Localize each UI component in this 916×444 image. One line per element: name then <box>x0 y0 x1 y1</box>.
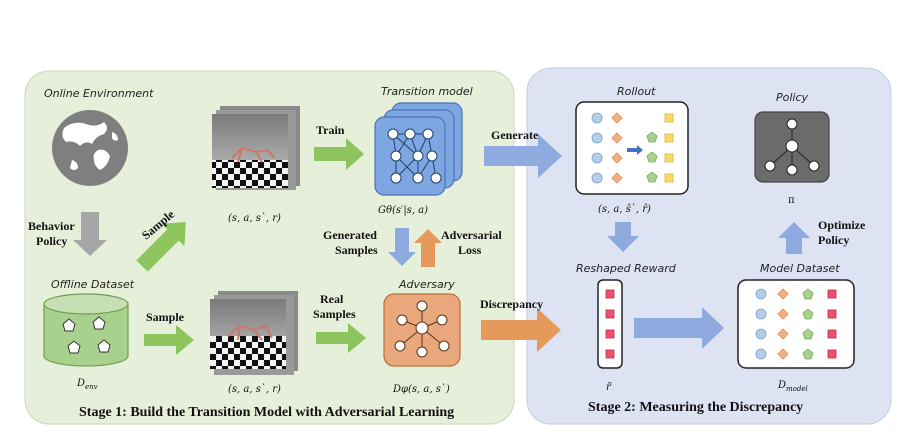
stage2-title: Stage 2: Measuring the Discrepancy <box>588 400 803 415</box>
generated-samples-arrow <box>388 228 416 266</box>
rollout-box <box>575 101 689 195</box>
behavior-policy-label-2: Policy <box>36 234 67 248</box>
policy-network <box>754 111 830 183</box>
transition-model-network <box>374 102 463 196</box>
discrepancy-arrow <box>481 308 561 352</box>
behavior-policy-arrow <box>73 212 107 256</box>
adversarial-loss-label-1: Adversarial <box>441 228 502 242</box>
globe-icon <box>52 110 128 186</box>
train-arrow <box>314 138 364 170</box>
real-samples-label-1: Real <box>320 292 344 306</box>
offline-dataset-cylinder <box>43 293 129 367</box>
simulation-image-upper <box>212 106 300 190</box>
optimize-policy-arrow <box>778 222 810 254</box>
generate-label: Generate <box>491 128 539 142</box>
real-samples-arrow <box>316 323 366 353</box>
policy-label: Policy <box>776 91 809 104</box>
train-label: Train <box>316 123 345 137</box>
pi-label: π <box>788 195 795 206</box>
transition-formula: Gθ(s′|s, a) <box>378 205 428 216</box>
stage1-title: Stage 1: Build the Transition Model with… <box>79 405 454 420</box>
reshaped-reward-box <box>597 279 623 369</box>
d-env-label: Denv <box>76 378 98 391</box>
rollout-formula: (s, a, ŝ`, r̂) <box>598 204 651 215</box>
behavior-policy-label-1: Behavior <box>28 219 75 233</box>
rollout-label: Rollout <box>617 85 656 98</box>
discrepancy-label: Discrepancy <box>480 297 543 311</box>
generated-samples-label-2: Samples <box>335 243 378 257</box>
real-samples-label-2: Samples <box>313 307 356 321</box>
adversary-label: Adversary <box>398 278 455 291</box>
sample-arrow-lower <box>144 325 194 355</box>
transition-model-label: Transition model <box>381 85 473 98</box>
tuple-lower: (s, a, s`, r) <box>228 384 281 395</box>
simulation-image-lower <box>210 291 298 375</box>
adversarial-loss-arrow <box>414 229 442 267</box>
adversary-network <box>383 293 461 367</box>
generated-samples-label-1: Generated <box>323 228 377 242</box>
model-dataset-box <box>737 279 855 369</box>
reshaped-reward-label: Reshaped Reward <box>576 262 677 275</box>
optimize-policy-label-1: Optimize <box>818 218 866 232</box>
model-dataset-label: Model Dataset <box>760 262 840 275</box>
optimize-policy-label-2: Policy <box>818 233 849 247</box>
d-model-label: Dmodel <box>777 380 808 393</box>
offline-dataset-label: Offline Dataset <box>51 278 135 291</box>
reshaped-formula: r̃ <box>606 382 612 393</box>
rollout-down-arrow <box>607 222 639 252</box>
tuple-upper: (s, a, s`, r) <box>228 213 281 224</box>
adversary-formula: Dφ(s, a, s`) <box>392 384 450 395</box>
online-environment-label: Online Environment <box>44 87 154 100</box>
adversarial-loss-label-2: Loss <box>458 243 482 257</box>
to-model-dataset-arrow <box>634 307 724 349</box>
generate-arrow <box>484 134 562 178</box>
sample-arrow-upper <box>136 222 186 272</box>
sample-label-lower: Sample <box>146 310 185 324</box>
